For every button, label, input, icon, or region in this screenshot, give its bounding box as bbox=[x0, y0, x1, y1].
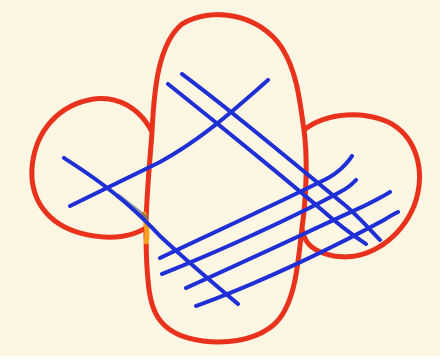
drawing-canvas bbox=[0, 0, 440, 356]
background bbox=[0, 0, 440, 356]
sketch-svg bbox=[0, 0, 440, 356]
